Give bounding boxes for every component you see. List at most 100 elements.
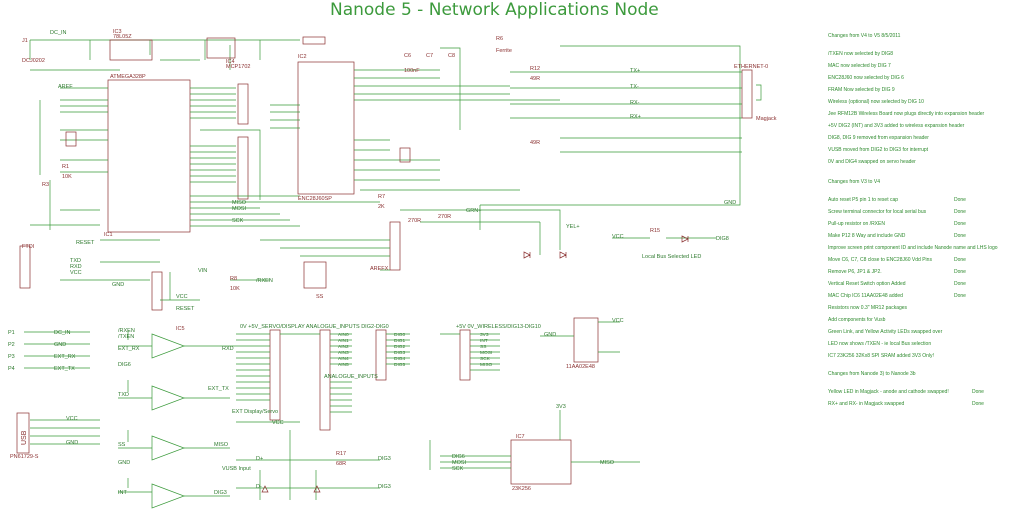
- v3-note-10: Resistors now 0.3" MR12 packages: [828, 305, 908, 311]
- r17-value: 68R: [336, 461, 346, 467]
- wl-3v3: 3V3: [480, 332, 489, 338]
- r9-value: 270R: [438, 214, 451, 220]
- ftdi-label: FTDI: [22, 244, 35, 250]
- mosi-ic7: MOSI: [452, 460, 467, 466]
- vcc-bottom: VCC: [272, 420, 284, 426]
- r17-label: R17: [336, 451, 346, 457]
- grn-label: GRN+: [466, 208, 481, 214]
- dig6-ic7: DIG6: [452, 454, 465, 460]
- miso-buf: MISO: [214, 442, 229, 448]
- ic2-label: IC2: [298, 54, 307, 60]
- v3-note-8: Vertical Reset Switch option Added: [828, 281, 906, 287]
- usb-gnd: GND: [66, 440, 78, 446]
- p3-extrx: EXT_RX: [54, 354, 76, 360]
- v4-note-4: FRAM Now selected by DIG 9: [828, 87, 895, 93]
- vin-label: VIN: [198, 268, 207, 274]
- v4-note-1: /TXEN now selected by DIG8: [828, 51, 894, 57]
- done-8: Done: [954, 293, 966, 299]
- ethernet-label: ETHERNET-0: [734, 64, 768, 70]
- txd-label: TXD: [70, 258, 81, 264]
- n3-done-1: Done: [972, 389, 984, 395]
- v4-note-2: MAC now selected by DIG 7: [828, 63, 891, 69]
- rx-minus: RX-: [630, 100, 640, 106]
- dminus: D-: [256, 484, 262, 490]
- vusb-input: VUSB Input: [222, 466, 251, 472]
- n3-note-2: RX+ and RX- in Magjack swapped: [828, 401, 905, 407]
- n3-note-1: Yellow LED in Magjack - anode and cathod…: [828, 389, 949, 395]
- vcc-p5: VCC: [176, 294, 188, 300]
- v4-note-7: +5V DIG2 (INT) and 3V3 added to wireless…: [828, 123, 965, 129]
- v4-note-8: DIG8, DIG 9 removed from expansion heade…: [828, 135, 929, 141]
- v4-note-6: Jee RFM12B Wireless Board now plugs dire…: [828, 111, 985, 117]
- r2-value: 49R: [530, 76, 540, 82]
- v3-note-9: MAC Chip IC6 11AA02E48 added: [828, 293, 903, 299]
- r2-label: R12: [530, 66, 540, 72]
- wl-sck: SCK: [480, 356, 491, 362]
- vcc-led: VCC: [612, 234, 624, 240]
- rxen-buf: /RXEN: [118, 328, 135, 334]
- v4-note-9: VUSB moved from DIG2 to DIG3 for interru…: [828, 147, 929, 153]
- dplus: D+: [256, 456, 263, 462]
- ic3-label: IC3: [113, 29, 122, 35]
- v4-note-3: ENC28J60 now selected by DIG 6: [828, 75, 904, 81]
- sck-ic7: SCK: [452, 466, 464, 472]
- dig2: DIG2: [394, 344, 406, 350]
- ic6-type: 11AA02E48: [566, 364, 595, 370]
- dig4: DIG4: [394, 356, 406, 362]
- p1-dcin: DC_IN: [54, 330, 71, 336]
- r8-value: 10K: [230, 286, 240, 292]
- ic4-label: IC4: [226, 59, 235, 65]
- gnd-ftdi: GND: [112, 282, 124, 288]
- dig5: DIG5: [394, 362, 406, 368]
- ss-buf: SS: [118, 442, 126, 448]
- done-3: Done: [954, 221, 966, 227]
- vcc-label: VCC: [70, 270, 82, 276]
- local-bus-led: Local Bus Selected LED: [642, 254, 701, 260]
- tx-minus: TX-: [630, 84, 639, 90]
- ic1-label: IC1: [104, 232, 113, 238]
- ss-label: SS: [316, 294, 324, 300]
- done-5: Done: [954, 257, 966, 263]
- v3-note-3: Pull-up resistor on /RXEN: [828, 221, 885, 227]
- ic7-type: 23K256: [512, 486, 531, 492]
- vcc-ic6: VCC: [612, 318, 624, 324]
- j1-type: DCJ0202: [22, 58, 45, 64]
- dig3b-usb: DIG3: [378, 484, 391, 490]
- int-buf: INT: [118, 490, 128, 496]
- v3-note-14: IC7 23K256 32Kx8 SPI SRAM added 3V3 Only…: [828, 353, 934, 359]
- usb-label: USB: [21, 430, 28, 445]
- analogue-header: ANALOGUE_INPUTS: [324, 374, 378, 380]
- c6-label: C6: [404, 53, 411, 59]
- p1-label: P1: [8, 330, 15, 336]
- v3-note-12: Green Link, and Yellow Activity LEDs swa…: [828, 329, 943, 335]
- c7-label: C7: [426, 53, 433, 59]
- done-4: Done: [954, 233, 966, 239]
- ain5: AIN5: [338, 362, 349, 368]
- v3-note-11: Add components for Vusb: [828, 317, 886, 323]
- dig3-usb: DIG3: [378, 456, 391, 462]
- dig6-buf: DIG6: [118, 362, 131, 368]
- gnd-buf: GND: [118, 460, 130, 466]
- miso-ic1: MISO: [232, 200, 247, 206]
- ain0: AIN0: [338, 332, 349, 338]
- v4-note-5: Wireless (optional) now selected by DIG …: [828, 99, 924, 105]
- tx-plus: TX+: [630, 68, 640, 74]
- servo-header: 0V +5V_SERVO/DISPLAY ANALOGUE_INPUTS DIG…: [240, 324, 389, 330]
- done-7: Done: [954, 281, 966, 287]
- r15-label: R15: [650, 228, 660, 234]
- v3v3-ic7: 3V3: [556, 404, 566, 410]
- reset-p5: RESET: [176, 306, 195, 312]
- ain4: AIN4: [338, 356, 349, 362]
- ext-display: EXT Display/Servo: [232, 409, 278, 415]
- v3-note-13: LED now shows /TXEN - ie local Bus selec…: [828, 341, 932, 347]
- ic3-type: 78L05Z: [113, 34, 132, 40]
- usb-type: PN61729-S: [10, 454, 39, 460]
- yel-label: YEL+: [566, 224, 580, 230]
- txd-buf: TXD: [118, 392, 129, 398]
- c8-label: C8: [448, 53, 455, 59]
- r1-value: 10K: [62, 174, 72, 180]
- aref-label: AREF: [58, 84, 73, 90]
- r7-value: 2K: [378, 204, 385, 210]
- r4-value: 49R: [530, 140, 540, 146]
- dig1: DIG1: [394, 338, 406, 344]
